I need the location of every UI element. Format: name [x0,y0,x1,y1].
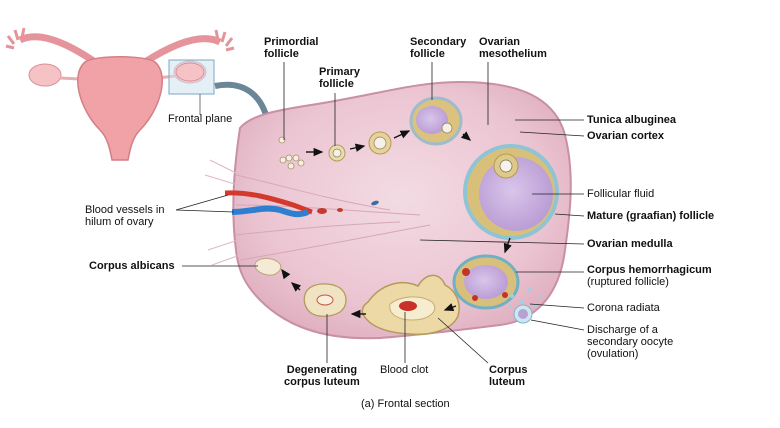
ovarian-cortex-label: Ovarian cortex [587,130,665,142]
follicular-fluid-label: Follicular fluid [587,188,655,200]
corpus-hemorrhagicum-shape [452,254,542,318]
mature-follicle-shape [463,144,559,240]
blood-clot-label: Blood clot [380,364,429,376]
ruptured-follicle-note: (ruptured follicle) [587,276,669,288]
left-ovary-shape [28,63,62,87]
ovarian-medulla-label: Ovarian medulla [587,238,673,250]
figure-caption: (a) Frontal section [361,398,450,410]
primary-follicle-shape [328,144,346,162]
growing-follicle-shape [368,131,392,155]
corpus-albicans-label: Corpus albicans [89,260,175,272]
secondary-follicle-shape [409,96,463,146]
corpus-luteum-shape [361,274,460,336]
frontal-plane-label: Frontal plane [168,113,233,125]
corpus-hemorrhagicum-title: Corpus hemorrhagicum [587,264,712,276]
corpus-hemorrhagicum-label: Corpus hemorrhagicum (ruptured follicle) [587,264,712,288]
primordial-follicles-shape [278,136,305,170]
vein-shape [231,205,310,218]
tunica-albuginea-label: Tunica albuginea [587,114,677,126]
degenerating-corpus-luteum-shape [303,283,347,317]
uterus-inset [5,27,276,161]
corpus-albicans-shape [254,257,282,276]
corona-radiata-label: Corona radiata [587,302,660,314]
secondary-oocyte-shape [513,304,533,324]
mature-follicle-label: Mature (graafian) follicle [587,210,715,222]
